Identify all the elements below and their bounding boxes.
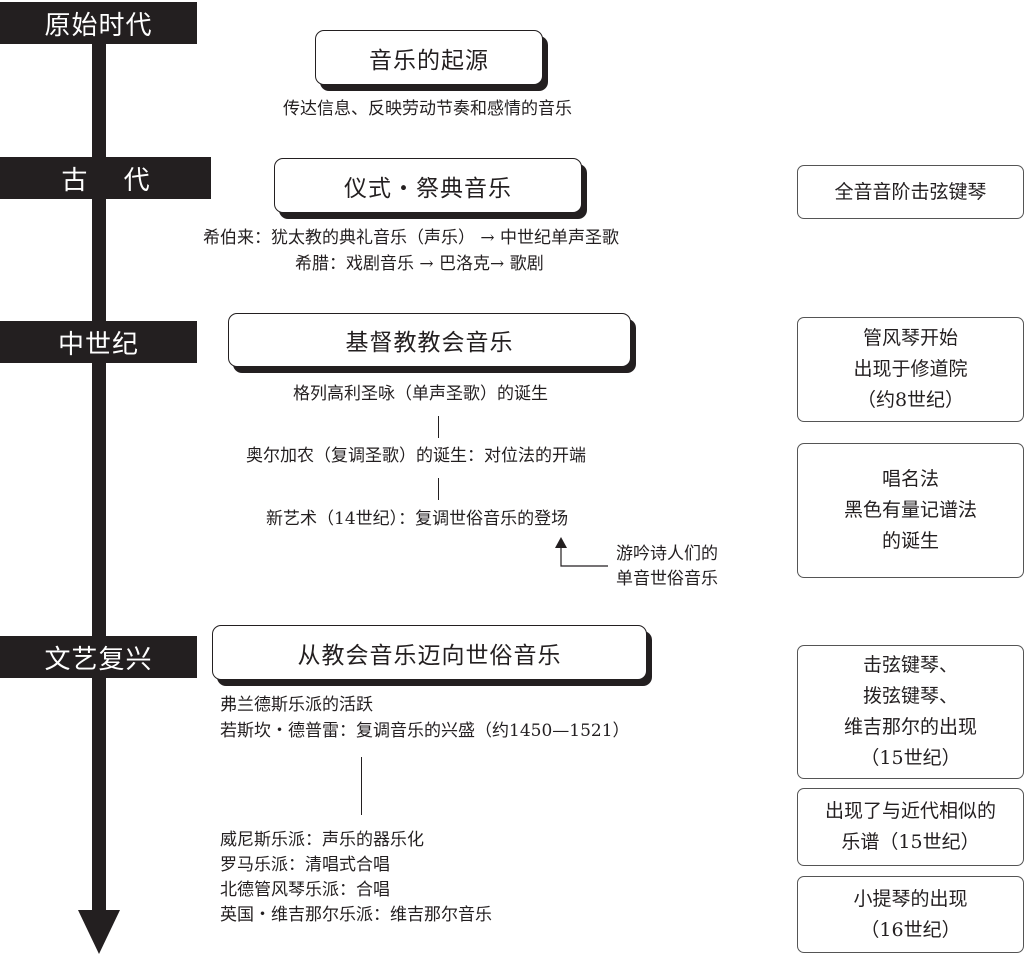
medieval-side-box-notation: 唱名法 黑色有量记谱法 的诞生 [797, 443, 1024, 578]
medieval-title-box: 基督教教会音乐 [228, 313, 631, 367]
keyboards-line-3: 维吉那尔的出现 [843, 716, 977, 738]
ancient-hebrew-line: 希伯来：犹太教的典礼音乐（声乐） → 中世纪单声圣歌 [203, 228, 620, 248]
era-ancient: 古 代 [0, 157, 211, 199]
troubadour-note-line2: 单音世俗音乐 [616, 569, 718, 589]
keyboards-line-4: （15世纪） [860, 747, 961, 769]
renaissance-side-box-keyboards: 击弦键琴、 拨弦键琴、 维吉那尔的出现 （15世纪） [797, 645, 1024, 779]
medieval-item-organum: 奥尔加农（复调圣歌）的诞生：对位法的开端 [246, 446, 586, 466]
era-primitive: 原始时代 [0, 2, 197, 44]
notation-line-1: 唱名法 [881, 468, 939, 490]
era-renaissance: 文艺复兴 [0, 636, 197, 678]
organ-line-3: （约8世纪） [856, 389, 965, 411]
renaissance-roman: 罗马乐派：清唱式合唱 [220, 855, 390, 875]
organ-line-2: 出现于修道院 [853, 358, 968, 380]
notation-line-3: 的诞生 [881, 530, 939, 552]
ancient-side-box: 全音音阶击弦键琴 [797, 165, 1024, 219]
renaissance-english: 英国・维吉那尔乐派：维吉那尔音乐 [220, 905, 492, 925]
ancient-title-box: 仪式・祭典音乐 [274, 158, 582, 213]
era-medieval: 中世纪 [0, 321, 197, 363]
notation-line-2: 黑色有量记谱法 [843, 499, 977, 521]
medieval-connector-2 [438, 478, 439, 500]
renaissance-connector [361, 757, 362, 815]
ancient-side-text: 全音音阶击弦键琴 [834, 180, 987, 203]
keyboards-line-2: 拨弦键琴、 [862, 685, 958, 707]
score-line-1: 出现了与近代相似的 [824, 800, 996, 822]
violin-line-2: （16世纪） [860, 918, 961, 941]
troubadour-note-line1: 游吟诗人们的 [616, 544, 718, 564]
timeline-arrowhead [78, 910, 120, 954]
renaissance-north-german: 北德管风琴乐派：合唱 [220, 880, 390, 900]
violin-line-1: 小提琴的出现 [853, 887, 968, 910]
medieval-item-gregorian: 格列高利圣咏（单声圣歌）的诞生 [293, 384, 548, 404]
renaissance-title-box: 从教会音乐迈向世俗音乐 [212, 625, 647, 680]
keyboards-line-1: 击弦键琴、 [862, 654, 958, 676]
medieval-side-box-organ: 管风琴开始 出现于修道院 （约8世纪） [797, 317, 1024, 422]
ancient-greek-line: 希腊：戏剧音乐 → 巴洛克→ 歌剧 [295, 254, 544, 274]
medieval-item-ars-nova: 新艺术（14世纪）：复调世俗音乐的登场 [266, 509, 569, 529]
organ-line-1: 管风琴开始 [862, 327, 958, 349]
renaissance-side-box-score: 出现了与近代相似的 乐谱（15世纪） [797, 788, 1024, 866]
renaissance-josquin: 若斯坎・德普雷：复调音乐的兴盛（约1450—1521） [220, 721, 630, 741]
primitive-description: 传达信息、反映劳动节奏和感情的音乐 [283, 99, 572, 119]
score-line-2: 乐谱（15世纪） [841, 831, 980, 853]
renaissance-side-box-violin: 小提琴的出现 （16世纪） [797, 876, 1024, 953]
medieval-connector-1 [438, 416, 439, 438]
renaissance-flemish: 弗兰德斯乐派的活跃 [220, 695, 373, 715]
renaissance-venetian: 威尼斯乐派：声乐的器乐化 [220, 830, 424, 850]
timeline-spine [92, 40, 106, 920]
primitive-title-box: 音乐的起源 [315, 30, 543, 85]
